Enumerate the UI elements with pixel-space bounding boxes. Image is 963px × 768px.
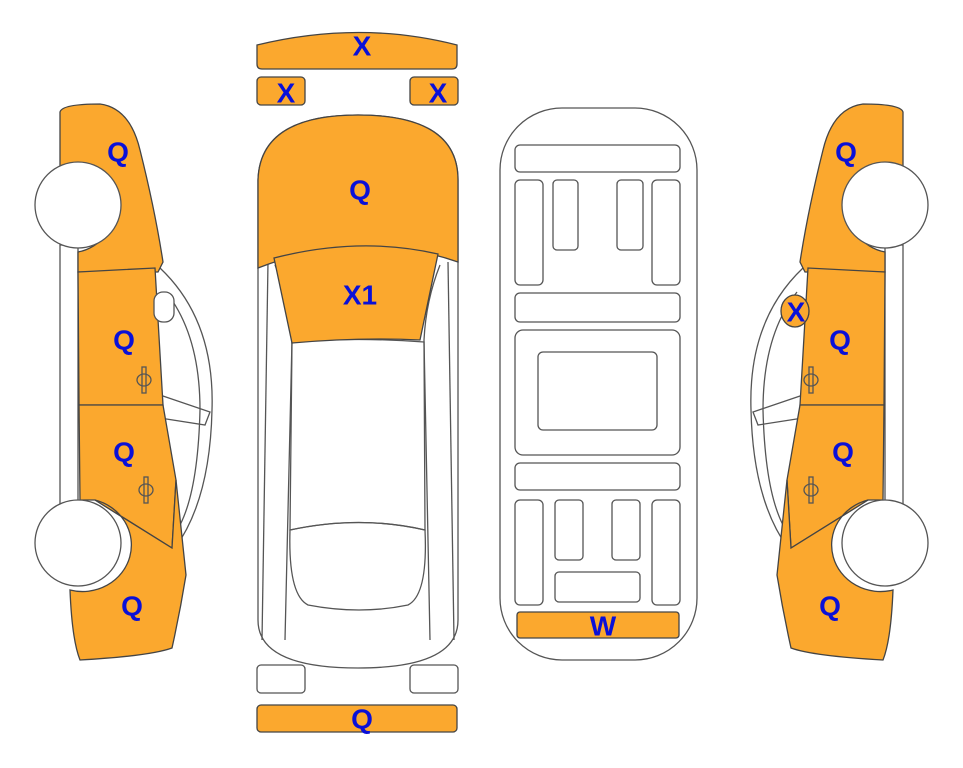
- side-mirror: [153, 291, 175, 323]
- damage-code: Q: [113, 325, 135, 356]
- rocker-panel: [59, 244, 79, 516]
- windshield[interactable]: [273, 245, 439, 344]
- damage-code: X: [787, 297, 806, 328]
- left-side-view: [34, 103, 213, 661]
- rear-bumper[interactable]: [256, 704, 458, 733]
- left-headlight[interactable]: [256, 76, 306, 106]
- damage-code: Q: [113, 437, 135, 468]
- door-handle-icon: [138, 476, 154, 504]
- roof-outline: [159, 267, 213, 549]
- underbody-view: [499, 107, 698, 661]
- rear-panel[interactable]: [516, 611, 680, 639]
- damage-code: Q: [121, 591, 143, 622]
- rear-wheel: [34, 499, 122, 587]
- right-taillight: [409, 664, 459, 694]
- right-a-pillar[interactable]: [780, 294, 810, 328]
- top-view: [256, 31, 459, 733]
- damage-code: Q: [107, 137, 129, 168]
- left-taillight: [256, 664, 306, 694]
- door-handle-icon: [136, 366, 152, 394]
- right-headlight[interactable]: [409, 76, 459, 106]
- mirror: [159, 394, 211, 426]
- damage-code: Q: [351, 704, 373, 735]
- right-side-view: [750, 103, 929, 661]
- window-outline: [165, 291, 201, 526]
- right-rear-fender[interactable]: [776, 479, 894, 661]
- damage-code: Q: [835, 137, 857, 168]
- front-wheel: [34, 161, 122, 249]
- damage-code: Q: [349, 175, 371, 206]
- damage-code: Q: [832, 437, 854, 468]
- left-rear-fender[interactable]: [69, 479, 187, 661]
- damage-code: X: [429, 78, 448, 109]
- damage-code: X: [353, 31, 372, 62]
- damage-code: Q: [819, 591, 841, 622]
- damage-code: Q: [829, 325, 851, 356]
- front-bumper[interactable]: [256, 31, 458, 70]
- damage-code: X: [277, 78, 296, 109]
- damage-code: X1: [343, 280, 377, 311]
- damage-code: W: [590, 611, 617, 642]
